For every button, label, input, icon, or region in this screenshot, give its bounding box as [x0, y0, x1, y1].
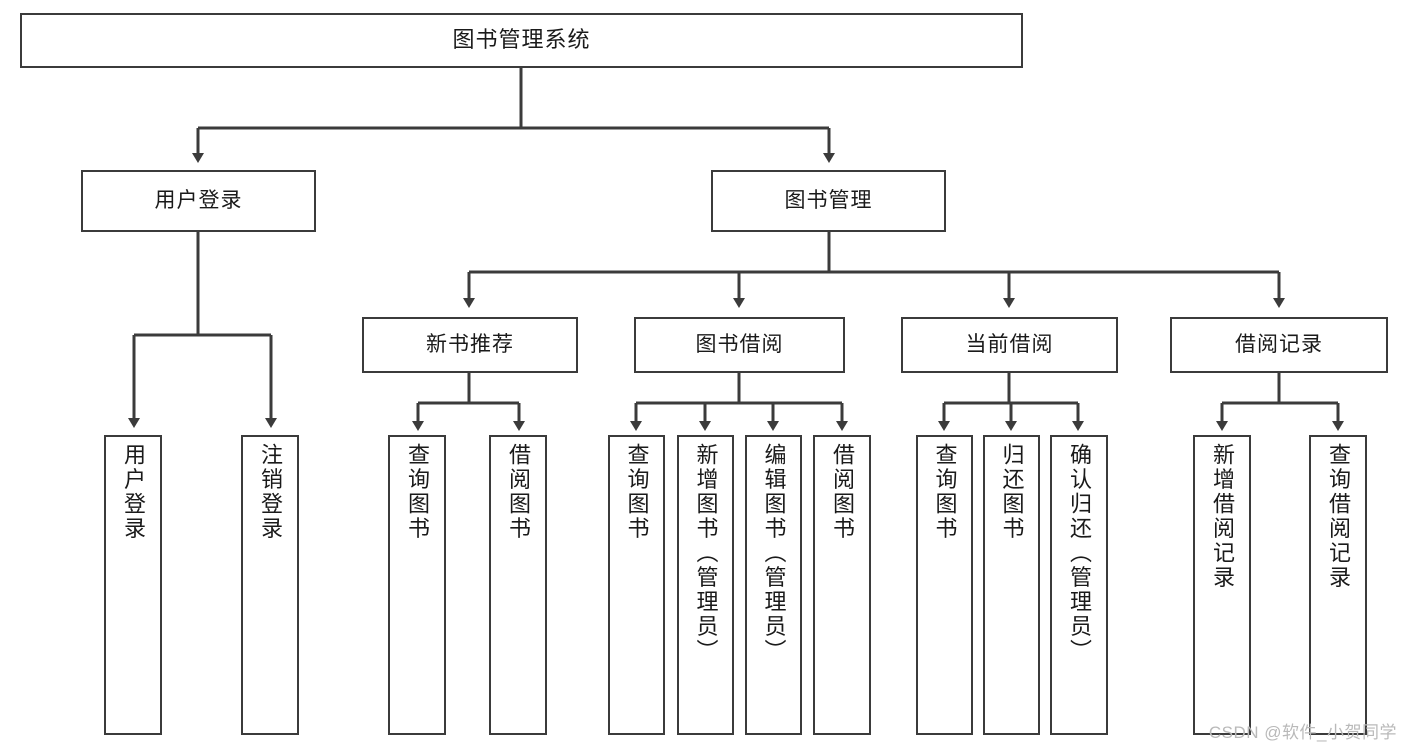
node-book-borrow-label: 图书借阅 — [695, 333, 784, 357]
node-leaf-borrow-book-2[interactable]: 借阅图书 — [813, 435, 871, 735]
node-leaf-edit-book-label: 编辑图书（管理员） — [761, 443, 787, 664]
node-borrow-record[interactable]: 借阅记录 — [1170, 317, 1388, 373]
node-leaf-borrow-book-1-label: 借阅图书 — [506, 443, 531, 541]
node-leaf-query-book-3-label: 查询图书 — [932, 443, 958, 541]
node-leaf-query-record[interactable]: 查询借阅记录 — [1309, 435, 1367, 735]
node-book-manage-label: 图书管理 — [784, 189, 873, 213]
node-leaf-query-book-1-label: 查询图书 — [405, 443, 430, 541]
node-leaf-query-book-2-label: 查询图书 — [624, 443, 650, 541]
node-leaf-borrow-book-1[interactable]: 借阅图书 — [489, 435, 547, 735]
node-current-borrow[interactable]: 当前借阅 — [901, 317, 1118, 373]
node-root-label: 图书管理系统 — [452, 27, 591, 53]
node-leaf-borrow-book-2-label: 借阅图书 — [830, 443, 855, 541]
node-leaf-user-login-label: 用户登录 — [121, 443, 146, 541]
node-book-borrow[interactable]: 图书借阅 — [634, 317, 845, 373]
node-user-login[interactable]: 用户登录 — [81, 170, 316, 232]
node-current-borrow-label: 当前借阅 — [965, 333, 1054, 357]
node-root[interactable]: 图书管理系统 — [20, 13, 1023, 68]
node-book-manage[interactable]: 图书管理 — [711, 170, 946, 232]
node-leaf-edit-book[interactable]: 编辑图书（管理员） — [745, 435, 802, 735]
node-leaf-return-book[interactable]: 归还图书 — [983, 435, 1040, 735]
node-user-login-label: 用户登录 — [154, 189, 243, 213]
node-leaf-user-login[interactable]: 用户登录 — [104, 435, 162, 735]
node-borrow-record-label: 借阅记录 — [1235, 333, 1323, 357]
node-leaf-query-book-1[interactable]: 查询图书 — [388, 435, 446, 735]
node-leaf-confirm-return-label: 确认归还（管理员） — [1067, 443, 1092, 664]
node-leaf-logout-login-label: 注销登录 — [258, 443, 283, 541]
node-leaf-add-record-label: 新增借阅记录 — [1210, 443, 1235, 590]
node-leaf-add-record[interactable]: 新增借阅记录 — [1193, 435, 1251, 735]
node-leaf-query-book-2[interactable]: 查询图书 — [608, 435, 665, 735]
node-leaf-add-book-label: 新增图书（管理员） — [693, 443, 719, 664]
node-leaf-add-book[interactable]: 新增图书（管理员） — [677, 435, 734, 735]
node-new-book-recommend[interactable]: 新书推荐 — [362, 317, 578, 373]
node-leaf-logout-login[interactable]: 注销登录 — [241, 435, 299, 735]
node-leaf-confirm-return[interactable]: 确认归还（管理员） — [1050, 435, 1108, 735]
node-leaf-query-record-label: 查询借阅记录 — [1326, 443, 1351, 590]
node-new-book-recommend-label: 新书推荐 — [426, 333, 514, 357]
watermark: CSDN @软件_小贺同学 — [1208, 723, 1397, 742]
node-leaf-return-book-label: 归还图书 — [999, 443, 1025, 541]
node-leaf-query-book-3[interactable]: 查询图书 — [916, 435, 973, 735]
